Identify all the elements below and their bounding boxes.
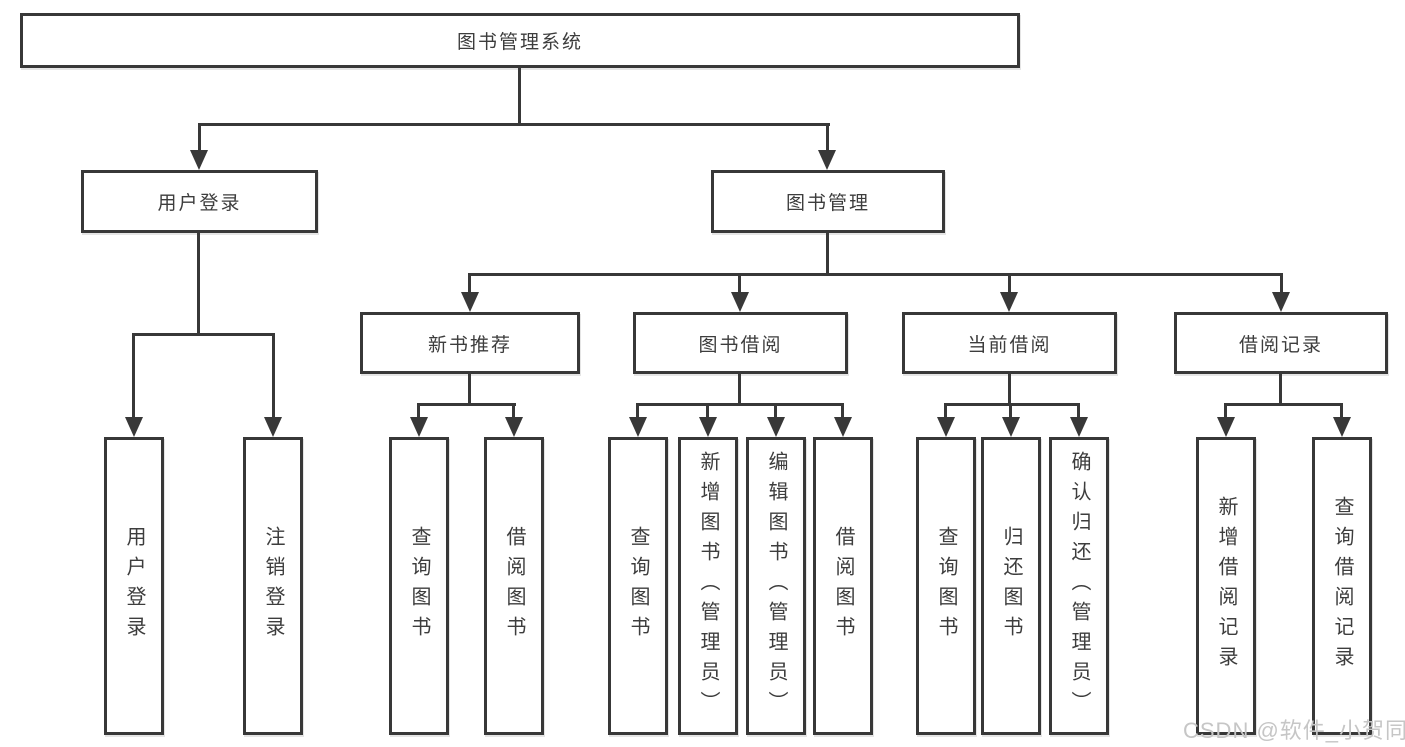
connector-line	[1009, 403, 1012, 419]
leaf-label: 注销登录	[262, 526, 284, 646]
leaf-query-borrow-record: 查询借阅记录	[1312, 437, 1372, 735]
leaf-label: 查询图书	[935, 526, 957, 646]
node-label: 借阅记录	[1238, 334, 1323, 356]
connector-line	[826, 123, 829, 153]
connector-line	[1008, 273, 1011, 294]
leaf-confirm-return-admin: 确认归还（管理员）	[1049, 437, 1109, 735]
arrow-down-icon	[1000, 292, 1018, 312]
connector-line	[272, 333, 275, 419]
connector-line	[1340, 403, 1343, 419]
connector-line	[132, 333, 275, 336]
node-label: 图书管理	[785, 193, 870, 214]
connector-line	[1224, 403, 1343, 406]
leaf-query-books-current: 查询图书	[916, 437, 976, 735]
leaf-add-book-admin: 新增图书（管理员）	[678, 437, 738, 735]
node-current-borrowing: 当前借阅	[902, 312, 1117, 374]
leaf-logout: 注销登录	[243, 437, 303, 735]
connector-line	[944, 403, 947, 419]
arrow-down-icon	[767, 417, 785, 437]
arrow-down-icon	[1070, 417, 1088, 437]
connector-line	[198, 123, 201, 153]
node-book-management: 图书管理	[711, 170, 945, 233]
connector-line	[132, 333, 135, 419]
leaf-label: 查询图书	[408, 526, 430, 646]
connector-line	[1008, 374, 1011, 406]
leaf-label: 用户登录	[123, 526, 145, 646]
connector-line	[738, 273, 741, 294]
leaf-add-borrow-record: 新增借阅记录	[1196, 437, 1256, 735]
leaf-borrow-books-recommend: 借阅图书	[484, 437, 544, 735]
leaf-return-book: 归还图书	[981, 437, 1041, 735]
leaf-label: 借阅图书	[503, 526, 525, 646]
node-library-management-system: 图书管理系统	[20, 13, 1020, 68]
arrow-down-icon	[629, 417, 647, 437]
connector-line	[198, 123, 830, 126]
connector-line	[518, 68, 521, 126]
connector-line	[774, 403, 777, 419]
arrow-down-icon	[505, 417, 523, 437]
leaf-user-login: 用户登录	[104, 437, 164, 735]
connector-line	[468, 273, 471, 294]
connector-line	[1279, 374, 1282, 406]
leaf-label: 归还图书	[1000, 526, 1022, 646]
connector-line	[512, 403, 515, 419]
connector-line	[469, 273, 1283, 276]
node-borrowing-records: 借阅记录	[1174, 312, 1388, 374]
arrow-down-icon	[190, 150, 208, 170]
arrow-down-icon	[731, 292, 749, 312]
leaf-label: 编辑图书（管理员）	[765, 451, 787, 721]
connector-line	[738, 374, 741, 406]
leaf-label: 新增图书（管理员）	[697, 451, 719, 721]
leaf-borrow-books-borrow: 借阅图书	[813, 437, 873, 735]
leaf-query-books-recommend: 查询图书	[389, 437, 449, 735]
arrow-down-icon	[410, 417, 428, 437]
connector-line	[706, 403, 709, 419]
leaf-query-books-borrow: 查询图书	[608, 437, 668, 735]
leaf-label: 借阅图书	[832, 526, 854, 646]
node-label: 图书管理系统	[456, 32, 583, 53]
arrow-down-icon	[1333, 417, 1351, 437]
leaf-edit-book-admin: 编辑图书（管理员）	[746, 437, 806, 735]
connector-line	[468, 374, 471, 406]
node-label: 用户登录	[157, 193, 242, 214]
node-new-book-recommend: 新书推荐	[360, 312, 580, 374]
arrow-down-icon	[699, 417, 717, 437]
leaf-label: 查询借阅记录	[1331, 496, 1353, 676]
arrow-down-icon	[834, 417, 852, 437]
connector-line	[841, 403, 844, 419]
connector-line	[1224, 403, 1227, 419]
arrow-down-icon	[264, 417, 282, 437]
node-label: 新书推荐	[427, 334, 512, 356]
connector-line	[636, 403, 844, 406]
node-user-login: 用户登录	[81, 170, 318, 233]
node-book-borrowing: 图书借阅	[633, 312, 848, 374]
arrow-down-icon	[125, 417, 143, 437]
arrow-down-icon	[1002, 417, 1020, 437]
leaf-label: 查询图书	[627, 526, 649, 646]
watermark: CSDN @软件_小贺同学	[1183, 718, 1405, 743]
node-label: 图书借阅	[698, 334, 783, 356]
leaf-label: 新增借阅记录	[1215, 496, 1237, 676]
connector-line	[197, 233, 200, 336]
connector-line	[417, 403, 516, 406]
node-label: 当前借阅	[967, 334, 1052, 356]
arrow-down-icon	[818, 150, 836, 170]
arrow-down-icon	[937, 417, 955, 437]
arrow-down-icon	[461, 292, 479, 312]
leaf-label: 确认归还（管理员）	[1068, 451, 1090, 721]
connector-line	[944, 403, 1080, 406]
arrow-down-icon	[1272, 292, 1290, 312]
connector-line	[826, 233, 829, 276]
connector-line	[1280, 273, 1283, 294]
connector-line	[417, 403, 420, 419]
arrow-down-icon	[1217, 417, 1235, 437]
connector-line	[636, 403, 639, 419]
connector-line	[1077, 403, 1080, 419]
